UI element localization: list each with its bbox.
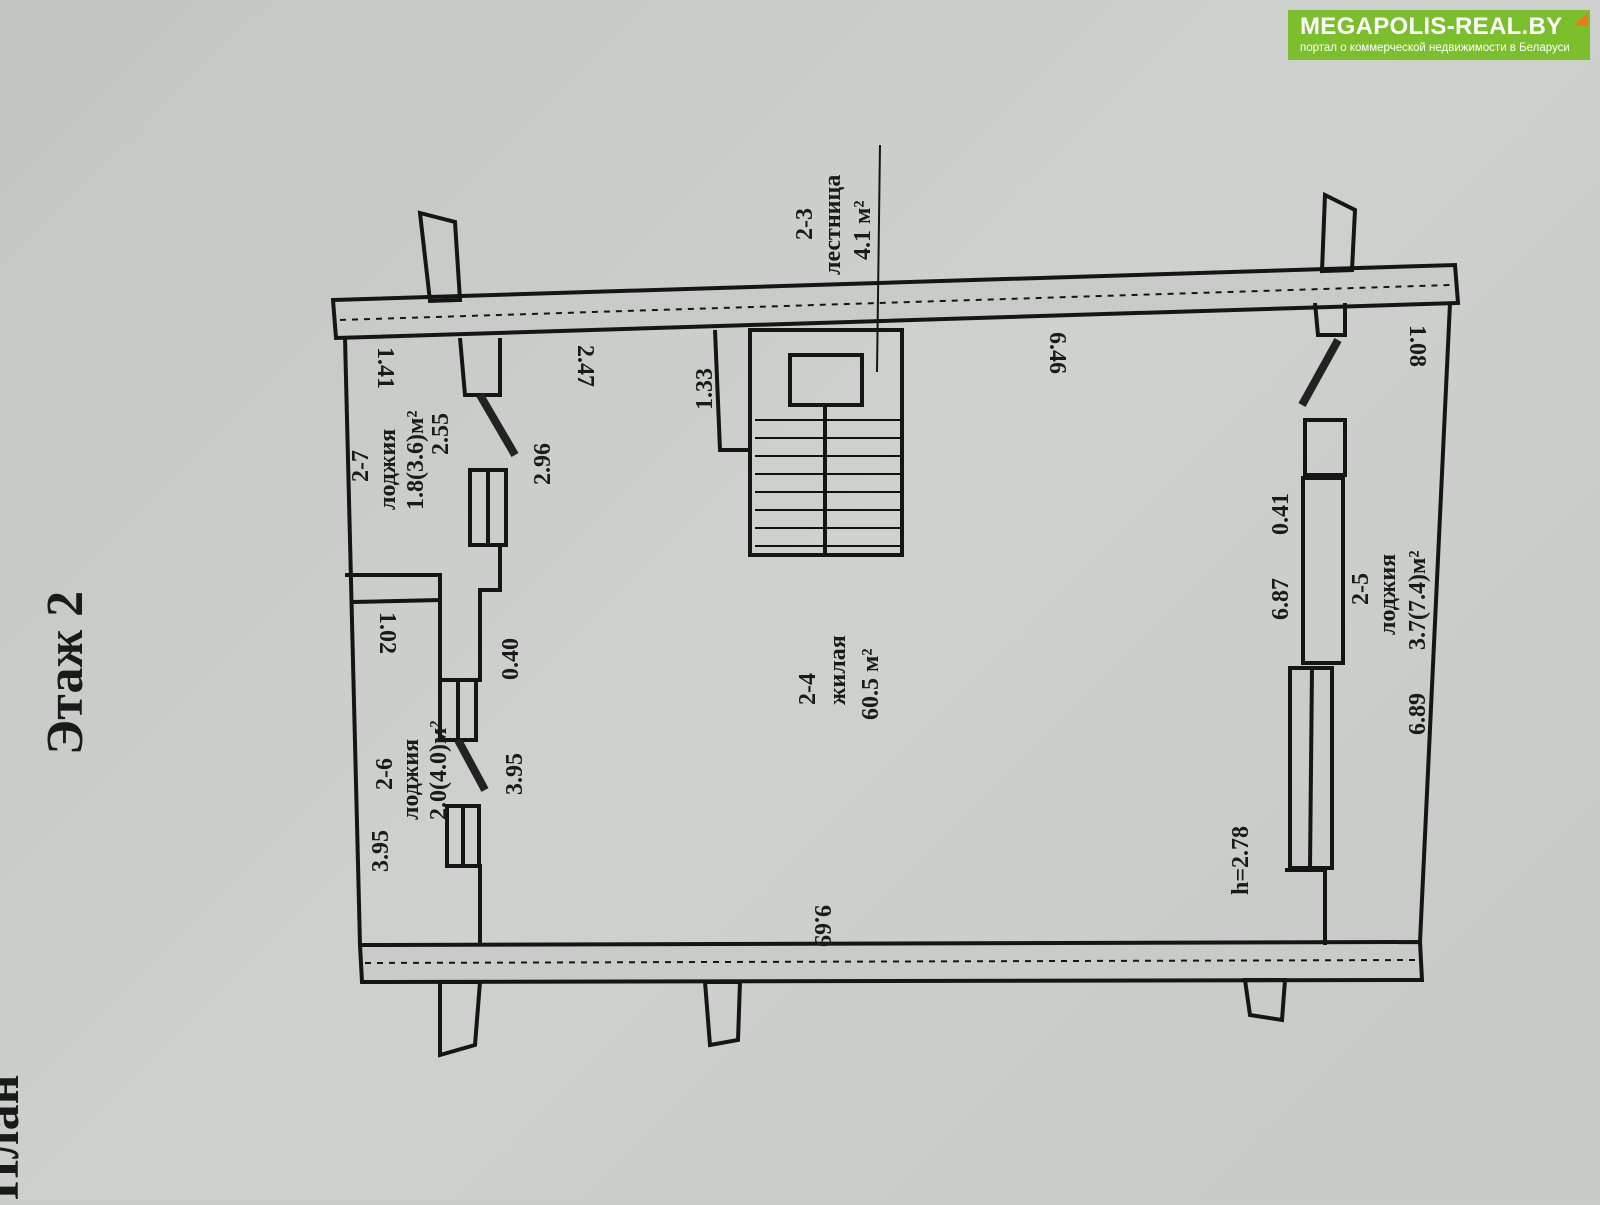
room-2-3-name: лестница — [820, 175, 846, 275]
room-2-5-area: 3.7(7.4)м² — [1405, 550, 1431, 650]
dim-3-95-inner: 3.95 — [502, 753, 528, 795]
dim-1-33: 1.33 — [692, 368, 718, 410]
logo-corner-icon — [1574, 12, 1588, 26]
megapolis-watermark-logo: MEGAPOLIS-REAL.BY портал о коммерческой … — [1288, 10, 1590, 60]
dim-2-55: 2.55 — [428, 413, 454, 455]
floor-heading: Этаж 2 — [37, 591, 94, 755]
dim-1-08: 1.08 — [1404, 325, 1430, 367]
dim-6-46: 6.46 — [1044, 332, 1070, 374]
room-2-4-id: 2-4 — [795, 673, 821, 705]
dim-1-02: 1.02 — [374, 612, 400, 654]
logo-subtitle: портал о коммерческой недвижимости в Бел… — [1300, 42, 1570, 54]
dimension-labels: 1.41 2.55 2.96 2.47 1.33 6.46 1.08 1.02 … — [368, 325, 1431, 947]
room-2-3-area: 4.1 м² — [850, 200, 876, 260]
room-2-5-id: 2-5 — [1348, 573, 1374, 605]
room-2-4-area: 60.5 м² — [858, 648, 884, 720]
room-2-3-id: 2-3 — [792, 208, 818, 240]
plan-heading-cut: План — [0, 1074, 30, 1200]
dim-6-89: 6.89 — [1405, 693, 1431, 735]
room-2-6-name: лоджия — [398, 739, 424, 820]
room-2-6-id: 2-6 — [372, 758, 398, 790]
dim-6-87: 6.87 — [1268, 578, 1294, 620]
room-2-7-name: лоджия — [375, 429, 401, 510]
dim-2-96: 2.96 — [530, 443, 556, 485]
room-2-6-area: 2.0(4.0)м² — [426, 720, 452, 820]
room-labels: 2-3 лестница 4.1 м² 2-4 жилая 60.5 м² 2-… — [348, 175, 1431, 895]
logo-title: MEGAPOLIS-REAL.BY — [1300, 13, 1563, 40]
dim-3-95-outer: 3.95 — [368, 830, 394, 872]
doors — [454, 338, 1342, 792]
room-2-5-name: лоджия — [1375, 554, 1401, 635]
room-2-7-id: 2-7 — [348, 450, 374, 482]
dim-9-69: 9.69 — [809, 905, 835, 947]
room-2-4-name: жилая — [825, 635, 851, 705]
room-2-7-area: 1.8(3.6)м² — [403, 410, 429, 510]
dim-2-47: 2.47 — [572, 345, 598, 387]
walls — [330, 144, 1461, 1058]
ceiling-height: h=2.78 — [1228, 826, 1254, 895]
dim-1-41: 1.41 — [372, 347, 398, 389]
dim-0-41: 0.41 — [1268, 493, 1294, 535]
dim-0-40: 0.40 — [498, 638, 524, 680]
